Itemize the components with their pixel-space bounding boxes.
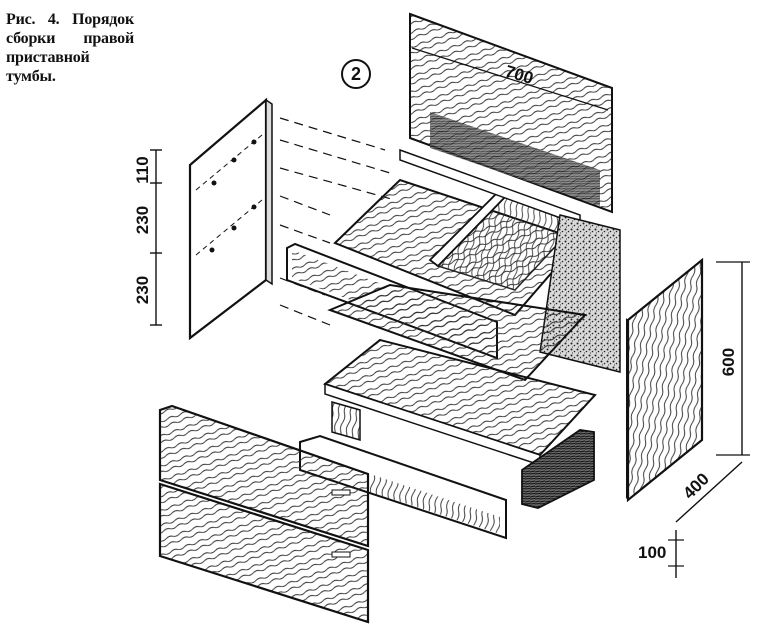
side-middle-label: 230 — [133, 206, 152, 234]
drawer-handle-lower — [331, 551, 351, 558]
back-width-dimension-line — [411, 47, 609, 111]
drawer-front-upper — [158, 404, 370, 548]
plinth-block — [521, 429, 595, 509]
figure-caption: Рис. 4. Порядок сборки правой приставной… — [6, 10, 134, 86]
drawer-handle-upper — [331, 489, 351, 496]
depth-label: 400 — [679, 469, 712, 502]
left-side-panel — [188, 97, 273, 341]
figure-label: Рис. 4. — [6, 11, 60, 28]
step-number-text: 2 — [351, 64, 361, 84]
plinth-label: 100 — [638, 543, 666, 562]
right-side-panel — [626, 257, 704, 503]
upper-shelf-with-divider — [333, 148, 582, 317]
caption-text: Порядок сборки правой приставной тумбы. — [6, 11, 134, 85]
side-top-label: 110 — [133, 156, 152, 183]
height-label: 600 — [719, 348, 738, 376]
bottom-shelf — [322, 338, 597, 467]
back-panel: 700 — [409, 12, 613, 214]
middle-shelf — [327, 283, 588, 382]
step-number-badge: 2 — [341, 59, 371, 89]
drawer-front-lower — [158, 482, 370, 624]
side-bottom-label: 230 — [133, 276, 152, 304]
left-dimension-chain: 110 230 230 — [133, 149, 162, 326]
